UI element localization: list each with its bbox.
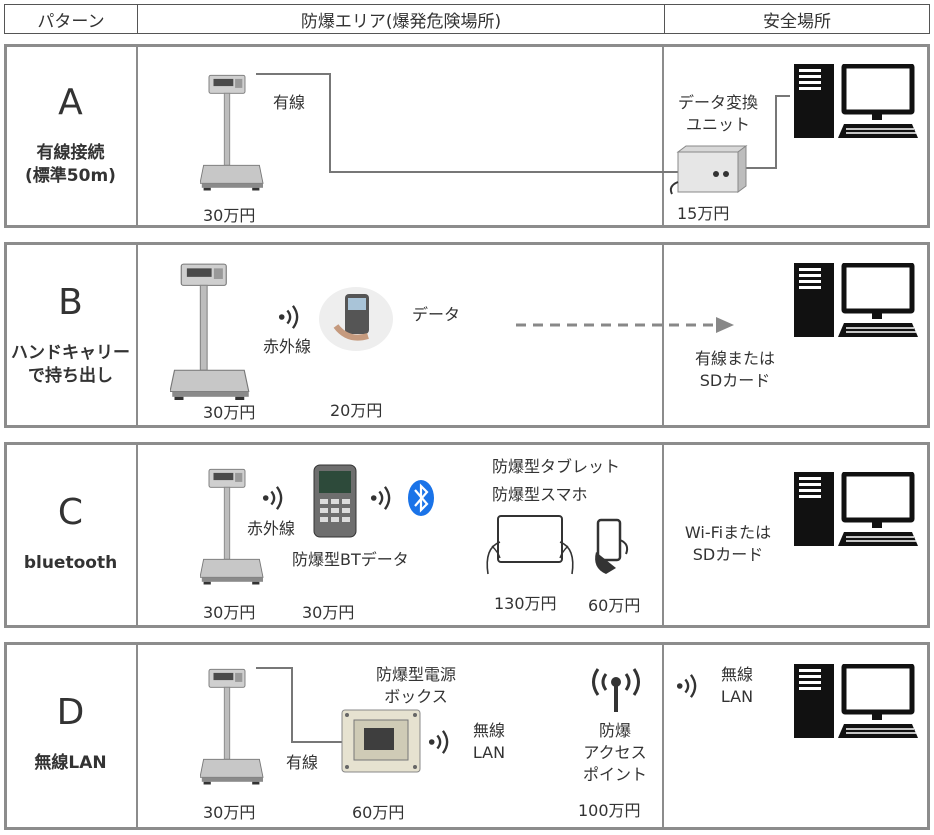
wireless-signal-icon bbox=[676, 672, 704, 700]
row-d-box-label-2: ボックス bbox=[384, 687, 448, 706]
access-point-icon bbox=[592, 668, 640, 712]
row-c-scale-price: 30万円 bbox=[203, 603, 256, 622]
row-d bbox=[4, 642, 930, 830]
row-d-ap-label-1: 防爆 bbox=[598, 721, 631, 740]
row-d-ap-price: 100万円 bbox=[578, 801, 641, 820]
row-d-box-price: 60万円 bbox=[352, 803, 405, 822]
row-c bbox=[4, 442, 930, 628]
row-d-subtitle-1: 無線LAN bbox=[34, 753, 107, 773]
converter-unit-icon bbox=[669, 145, 748, 195]
computer-icon bbox=[794, 664, 920, 740]
row-c-tablet-label-2: 防爆型スマホ bbox=[492, 485, 588, 504]
row-a-scale-price: 30万円 bbox=[203, 206, 256, 225]
row-d-scale-price: 30万円 bbox=[203, 803, 256, 822]
row-d-ap-label-2: アクセス bbox=[583, 743, 647, 762]
row-d-ap-label-3: ポイント bbox=[582, 765, 647, 784]
row-b bbox=[4, 242, 930, 428]
row-b-safe-label-1: 有線または bbox=[694, 349, 775, 368]
row-b-scale-price: 30万円 bbox=[203, 403, 256, 422]
row-d-letter: D bbox=[56, 692, 85, 733]
row-b-letter: B bbox=[58, 282, 83, 323]
handheld-terminal-icon bbox=[319, 287, 393, 351]
bluetooth-icon bbox=[408, 480, 434, 516]
row-d-wlan-label-1: 無線 bbox=[472, 721, 505, 740]
row-c-safe-label-2: SDカード bbox=[692, 545, 764, 564]
wireless-signal-icon bbox=[428, 728, 456, 756]
row-c-letter: C bbox=[57, 492, 84, 533]
row-c-bt-device-label: 防爆型BTデータ bbox=[292, 550, 409, 569]
row-d-box-label-1: 防爆型電源 bbox=[375, 665, 456, 684]
row-a-wire-label: 有線 bbox=[273, 93, 306, 112]
row-c-phone-price: 60万円 bbox=[588, 596, 641, 615]
row-d-safe-wlan-2: LAN bbox=[720, 687, 754, 706]
row-d-safe-wlan-1: 無線 bbox=[720, 665, 753, 684]
power-box-icon bbox=[341, 709, 421, 773]
row-a-converter-price: 15万円 bbox=[677, 204, 730, 223]
row-c-tablet-price: 130万円 bbox=[494, 594, 557, 613]
row-a-converter-label-1: データ変換 bbox=[677, 93, 758, 112]
row-c-bt-price: 30万円 bbox=[302, 603, 355, 622]
row-d-wlan-label-2: LAN bbox=[472, 743, 506, 762]
row-a-converter-label-2: ユニット bbox=[685, 115, 750, 134]
handheld-terminal-icon bbox=[313, 464, 357, 538]
row-a-subtitle-2: (標準50m) bbox=[25, 166, 116, 186]
row-c-subtitle-1: bluetooth bbox=[23, 553, 118, 573]
row-a-subtitle-1: 有線接続 bbox=[36, 143, 105, 163]
row-a-letter: A bbox=[58, 82, 83, 123]
row-b-subtitle-1: ハンドキャリー bbox=[11, 343, 130, 363]
smartphone-icon bbox=[595, 518, 629, 574]
header-safe-area: 安全場所 bbox=[664, 4, 930, 34]
row-b-ir-label: 赤外線 bbox=[263, 337, 312, 356]
row-b-data-label: データ bbox=[412, 305, 461, 324]
tablet-icon bbox=[486, 515, 574, 575]
row-c-tablet-label-1: 防爆型タブレット bbox=[492, 457, 621, 476]
row-b-handheld-price: 20万円 bbox=[330, 401, 383, 420]
row-c-ir-label: 赤外線 bbox=[247, 519, 296, 538]
row-d-wire-label: 有線 bbox=[286, 753, 319, 772]
row-c-safe-label-1: Wi-Fiまたは bbox=[684, 523, 772, 542]
row-b-safe-label-2: SDカード bbox=[699, 371, 771, 390]
row-b-subtitle-2: で持ち出し bbox=[28, 366, 113, 386]
